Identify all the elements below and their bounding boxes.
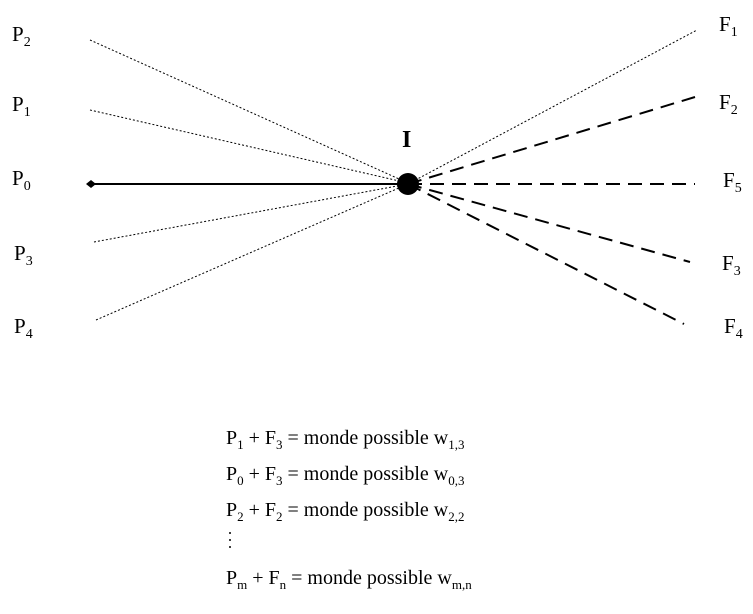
label-p1: P1 [12,92,31,120]
equation-general: Pm + Fn = monde possible wm,n [226,567,472,592]
label-f5: F5 [723,168,742,196]
p0-endpoint-marker [86,180,96,188]
label-f1: F1 [719,12,738,40]
equation-3: P2 + F2 = monde possible w2,2 [226,499,465,524]
line-f2 [407,96,696,185]
label-p2: P2 [12,22,31,50]
line-p3 [93,183,409,243]
line-f4 [407,183,685,325]
label-p3: P3 [14,241,33,269]
line-p4 [95,183,409,321]
label-f4: F4 [724,314,743,342]
present-point [397,173,419,195]
ellipsis-vertical [229,532,233,553]
line-f1 [407,29,698,185]
equation-2: P0 + F3 = monde possible w0,3 [226,463,465,488]
line-p1 [89,109,409,184]
line-f3 [407,183,691,263]
label-f2: F2 [719,90,738,118]
present-label: I [402,127,412,153]
label-f3: F3 [722,251,741,279]
label-p4: P4 [14,314,33,342]
equation-1: P1 + F3 = monde possible w1,3 [226,427,465,452]
line-p2 [89,39,409,184]
label-p0: P0 [12,166,31,194]
